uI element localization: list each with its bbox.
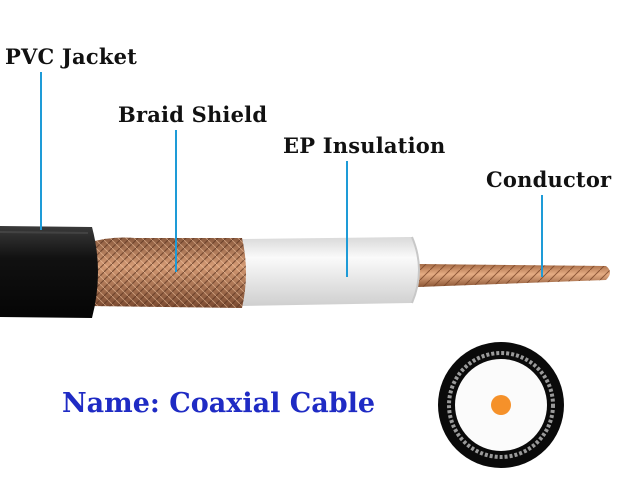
braid-leader-line [175, 130, 177, 272]
jacket-label: PVC Jacket [5, 44, 138, 69]
conductor-leader-line [541, 195, 543, 277]
conductor-label: Conductor [486, 167, 612, 192]
insulation-segment [240, 236, 420, 306]
cross-section-icon [438, 342, 564, 468]
insulation-label: EP Insulation [283, 133, 446, 158]
insulation-leader-line [346, 161, 348, 277]
jacket-leader-line [40, 72, 42, 230]
jacket-segment [0, 226, 98, 318]
cable-name-title: Name: Coaxial Cable [62, 388, 376, 419]
core-dot-icon [491, 395, 511, 415]
braid-label: Braid Shield [118, 102, 268, 127]
conductor-segment [418, 264, 610, 287]
braid-segment [85, 237, 246, 308]
